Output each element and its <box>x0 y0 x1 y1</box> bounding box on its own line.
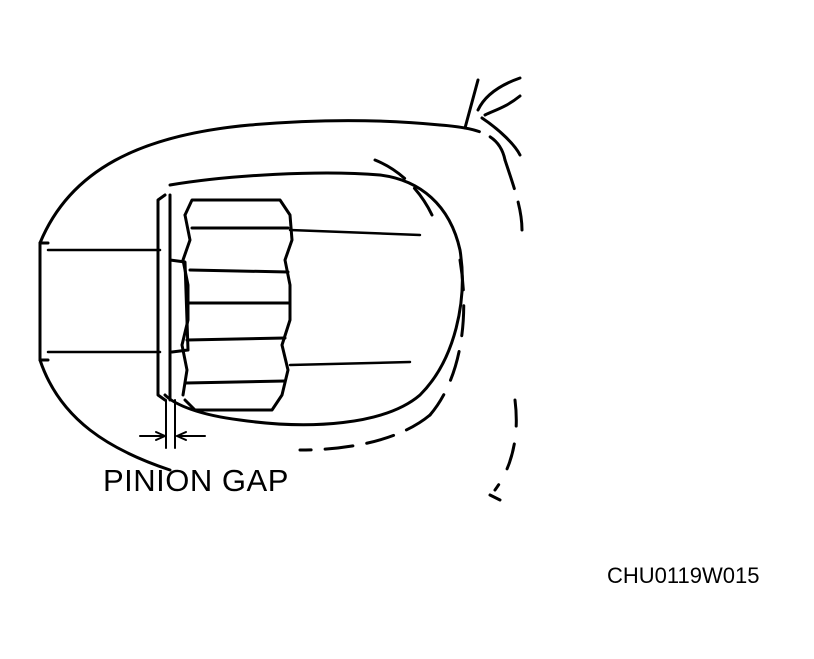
pinion-gear <box>180 198 294 412</box>
figure-code: CHU0119W015 <box>607 563 760 588</box>
drive-housing <box>38 118 524 472</box>
housing-flange <box>463 76 522 157</box>
armature-shaft <box>46 228 422 367</box>
inspection-window <box>163 158 518 502</box>
pinion-stop-collar <box>156 193 190 402</box>
gap-dimension <box>139 399 206 449</box>
pinion-gap-label: PINION GAP <box>103 463 289 498</box>
